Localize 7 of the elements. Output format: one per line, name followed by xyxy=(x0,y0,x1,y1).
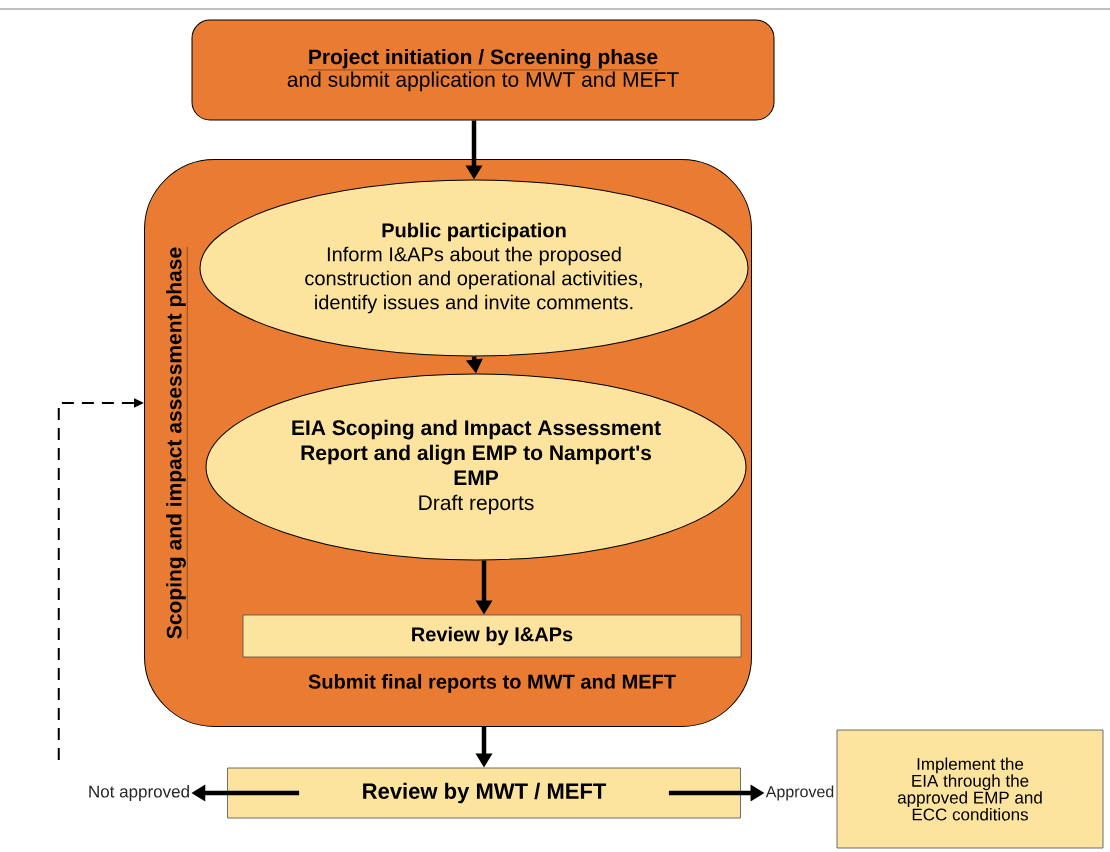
phase-box: Project initiation / Screening phase and submit application to MWT and MEFT xyxy=(191,19,775,121)
outcome-label: Approved xyxy=(765,785,834,801)
result-box: Implement the EIA through the approved EMP and ECC conditions xyxy=(836,729,1104,849)
decision-box: Review by MWT / MEFT xyxy=(227,767,741,819)
process-box: Review by I&APs xyxy=(242,614,742,658)
outcome-label: Not approved xyxy=(89,785,189,801)
node-caption: Submit final reports to MWT and MEFT xyxy=(308,674,676,693)
